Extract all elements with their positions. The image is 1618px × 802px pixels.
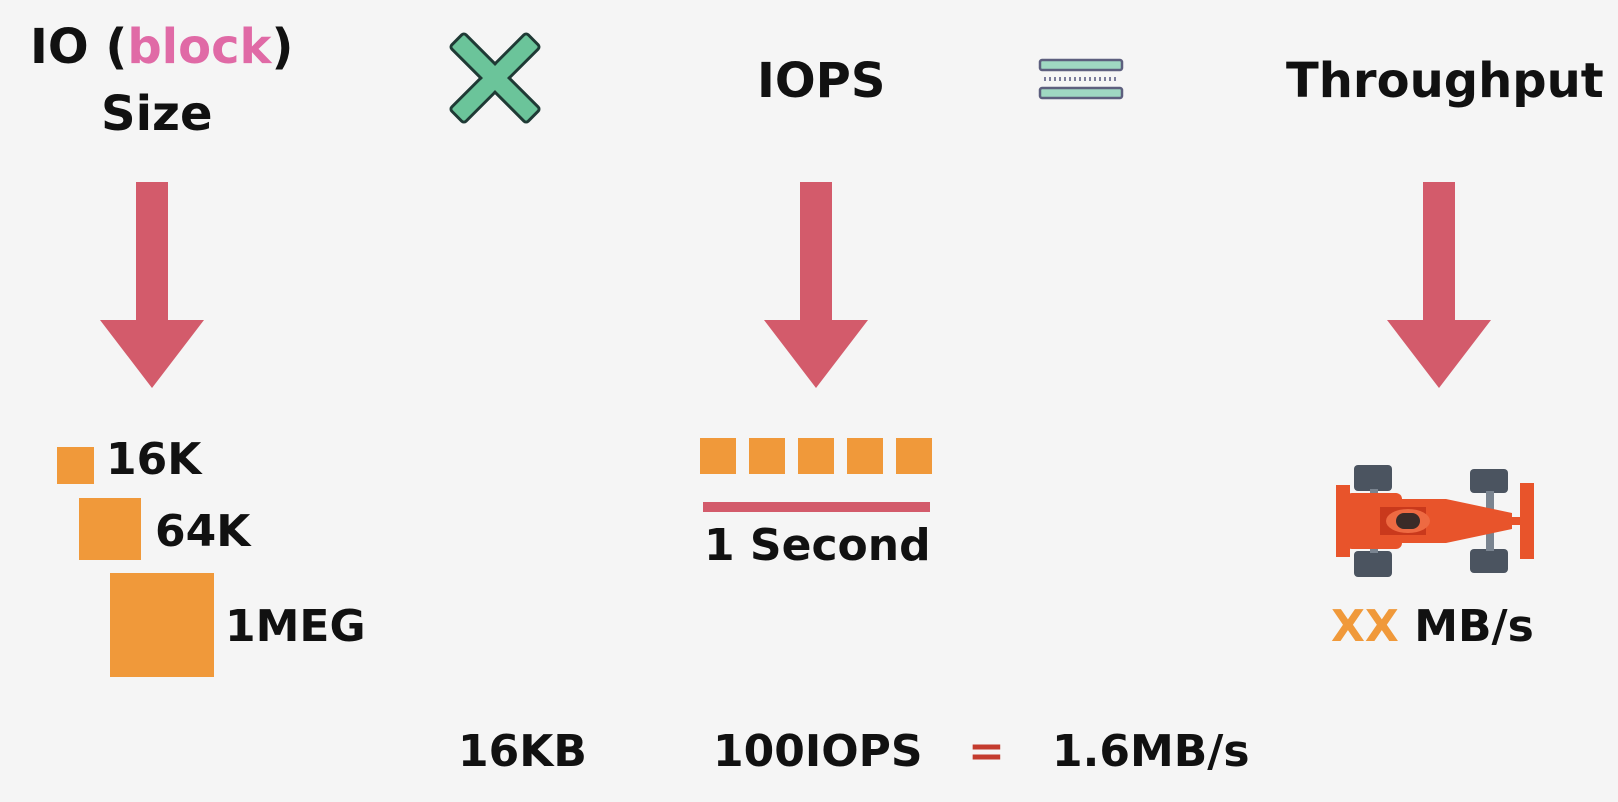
- io-prefix: IO (: [30, 19, 128, 75]
- equation-equals: =: [968, 726, 1005, 777]
- block-1meg-square: [110, 573, 214, 677]
- throughput-value: XX MB/s: [1331, 605, 1534, 649]
- down-arrow-icon: [764, 182, 868, 388]
- equals-icon: [1038, 58, 1124, 100]
- one-second-line: [703, 502, 930, 512]
- block-16k-label: 16K: [106, 434, 202, 485]
- one-second-label: 1 Second: [704, 520, 931, 571]
- io-square: [700, 438, 736, 474]
- io-suffix: ): [271, 19, 294, 75]
- race-car-icon: [1336, 465, 1534, 577]
- block-word: block: [127, 19, 272, 75]
- xx-highlight: XX: [1331, 601, 1399, 652]
- io-square: [847, 438, 883, 474]
- down-arrow-icon: [1387, 182, 1491, 388]
- equation-block-size: 16KB: [458, 726, 587, 777]
- equation-result: 1.6MB/s: [1052, 726, 1250, 777]
- block-1meg-label: 1MEG: [225, 601, 366, 652]
- throughput-title: Throughput: [1286, 53, 1604, 109]
- x-mark-icon: [449, 32, 541, 124]
- block-64k-square: [79, 498, 141, 560]
- equation-iops: 100IOPS: [713, 726, 923, 777]
- io-square: [798, 438, 834, 474]
- down-arrow-icon: [100, 182, 204, 388]
- io-square: [749, 438, 785, 474]
- io-square: [896, 438, 932, 474]
- size-title: Size: [101, 86, 213, 142]
- iops-title: IOPS: [757, 53, 886, 109]
- block-16k-square: [57, 447, 94, 484]
- mb-per-second-unit: MB/s: [1414, 601, 1534, 652]
- io-block-size-title: IO (block): [30, 23, 293, 71]
- block-64k-label: 64K: [155, 506, 251, 557]
